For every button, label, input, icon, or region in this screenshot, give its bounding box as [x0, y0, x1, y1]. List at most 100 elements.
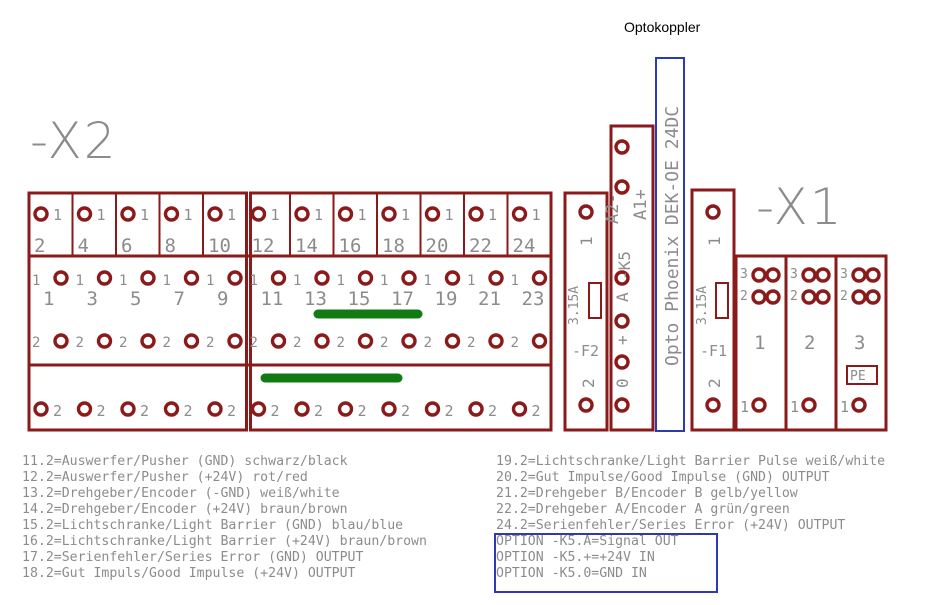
x2-top-pin [33, 206, 49, 222]
x2-mid-pin [314, 270, 330, 286]
x2-pin-number-2: 2 [140, 402, 149, 420]
optocoupler-highlight-box [655, 57, 685, 432]
x1-pin [765, 289, 781, 305]
x2-pin-number-1: 1 [140, 206, 149, 224]
x2-bottom-pin [468, 401, 484, 417]
x2-terminal-number-odd: 3 [87, 288, 98, 310]
x2-block-left [27, 191, 248, 432]
x2-pin-number-1: 1 [488, 206, 497, 224]
fuse-f2-top-pin [578, 204, 594, 220]
k5-a-pin [614, 270, 630, 286]
x2-terminal-number-odd: 1 [43, 288, 54, 310]
legend-option-line: OPTION -K5.A=Signal OUT [496, 534, 679, 549]
x2-mid-pin [96, 333, 113, 349]
x2-top-pin [250, 206, 267, 222]
x1-pin [865, 267, 881, 283]
fuse-f2-frame [563, 191, 609, 432]
legend-left-line: 14.2=Drehgeber/Encoder (+24V) braun/brow… [22, 502, 348, 517]
x2-mid-pin [488, 333, 504, 349]
x1-terminal-number: 1 [754, 332, 765, 354]
x2-pin-number-1: 1 [206, 273, 214, 289]
x2-pin-number-2: 2 [532, 402, 541, 420]
legend-right-line: 19.2=Lichtschranke/Light Barrier Pulse w… [496, 454, 886, 469]
x1-bottom-pin [801, 397, 817, 413]
x2-pin-number-1: 1 [119, 273, 127, 289]
x2-pin-number-2: 2 [250, 335, 258, 351]
x1-pin [815, 289, 831, 305]
k5-a2-pin [614, 179, 630, 195]
x1-pin-number-1: 1 [840, 398, 849, 416]
x2-terminal-number-even: 8 [165, 235, 176, 257]
fuse-f2-pin-2: 2 [579, 378, 598, 388]
x2-pin-number-1: 1 [271, 206, 280, 224]
x2-pin-number-2: 2 [119, 335, 127, 351]
x2-pin-number-2: 2 [401, 402, 410, 420]
x2-bottom-pin [511, 401, 528, 417]
x2-terminal-number-odd: 5 [130, 288, 141, 310]
x2-pin-number-1: 1 [250, 273, 258, 289]
x2-pin-number-2: 2 [271, 402, 280, 420]
k5-bottom-pin [614, 397, 630, 413]
x2-mid-pin [488, 270, 504, 286]
x2-pin-number-2: 2 [511, 335, 519, 351]
x2-pin-number-2: 2 [32, 335, 40, 351]
x1-pe-label: PE [850, 369, 866, 384]
x2-pin-number-1: 1 [184, 206, 193, 224]
k5-0-pin [614, 354, 630, 370]
x2-terminal-number-even: 20 [426, 235, 449, 257]
k5-plus-pin [614, 313, 630, 329]
x2-terminal-number-odd: 21 [478, 288, 501, 310]
x2-pin-number-1: 1 [53, 206, 62, 224]
x1-pin [765, 267, 781, 283]
x1-pin [801, 289, 817, 305]
x2-pin-number-2: 2 [53, 402, 62, 420]
x2-terminal-number-even: 10 [208, 235, 231, 257]
x2-bottom-pin [33, 401, 49, 417]
x1-pin-number-1: 1 [740, 398, 749, 416]
x2-pin-number-1: 1 [314, 206, 323, 224]
x2-terminal-number-even: 4 [78, 235, 89, 257]
x2-terminal-number-even: 2 [34, 235, 45, 257]
x2-top-pin [120, 206, 136, 222]
x2-pin-number-2: 2 [76, 335, 84, 351]
x1-terminal-number: 2 [804, 332, 815, 354]
x2-top-pin [468, 206, 484, 222]
x1-pin [751, 289, 767, 305]
fuse-f1-pin-2: 2 [705, 378, 724, 388]
x2-pin-number-1: 1 [337, 273, 345, 289]
k5-pin-0: 0 [613, 378, 632, 388]
x1-pin-number-3: 3 [840, 267, 848, 282]
x2-label: -X2 [30, 112, 118, 170]
optocoupler-k5-frame [609, 124, 655, 432]
k5-label: -K5 [615, 251, 634, 280]
x1-bottom-pin [751, 397, 767, 413]
x2-terminal-number-even: 14 [295, 235, 318, 257]
x2-top-pin [381, 206, 397, 222]
x2-terminal-number-odd: 9 [217, 288, 228, 310]
fuse-f2-bottom-pin [578, 397, 594, 413]
legend-left-line: 17.2=Serienfehler/Series Error (GND) OUT… [22, 550, 364, 565]
legend-option-line: OPTION -K5.+=+24V IN [496, 550, 655, 565]
k5-a2-label: A2- [603, 193, 623, 224]
x2-mid-pin [270, 270, 287, 286]
x2-pin-number-1: 1 [293, 273, 301, 289]
legend-option-line: OPTION -K5.0=GND IN [496, 566, 647, 581]
x2-bottom-pin [76, 401, 93, 417]
x2-pin-number-2: 2 [358, 402, 367, 420]
k5-a1-label: A1+ [631, 189, 651, 220]
x2-pin-number-1: 1 [467, 273, 475, 289]
x1-pin [851, 289, 867, 305]
x1-pin [751, 267, 767, 283]
x2-terminal-number-even: 22 [469, 235, 492, 257]
x2-pin-number-2: 2 [97, 402, 106, 420]
x2-pin-number-2: 2 [445, 402, 454, 420]
legend-left-line: 18.2=Gut Impuls/Good Impulse (+24V) OUTP… [22, 566, 356, 581]
optocoupler-title: Optokoppler [624, 19, 701, 35]
x2-mid-pin [53, 270, 69, 286]
x1-bottom-pin [851, 397, 867, 413]
x2-pin-number-1: 1 [76, 273, 84, 289]
x2-terminal-number-even: 6 [121, 235, 132, 257]
x2-pin-number-1: 1 [32, 273, 40, 289]
x2-mid-pin [401, 333, 417, 349]
x1-pin-number-3: 3 [740, 267, 748, 282]
